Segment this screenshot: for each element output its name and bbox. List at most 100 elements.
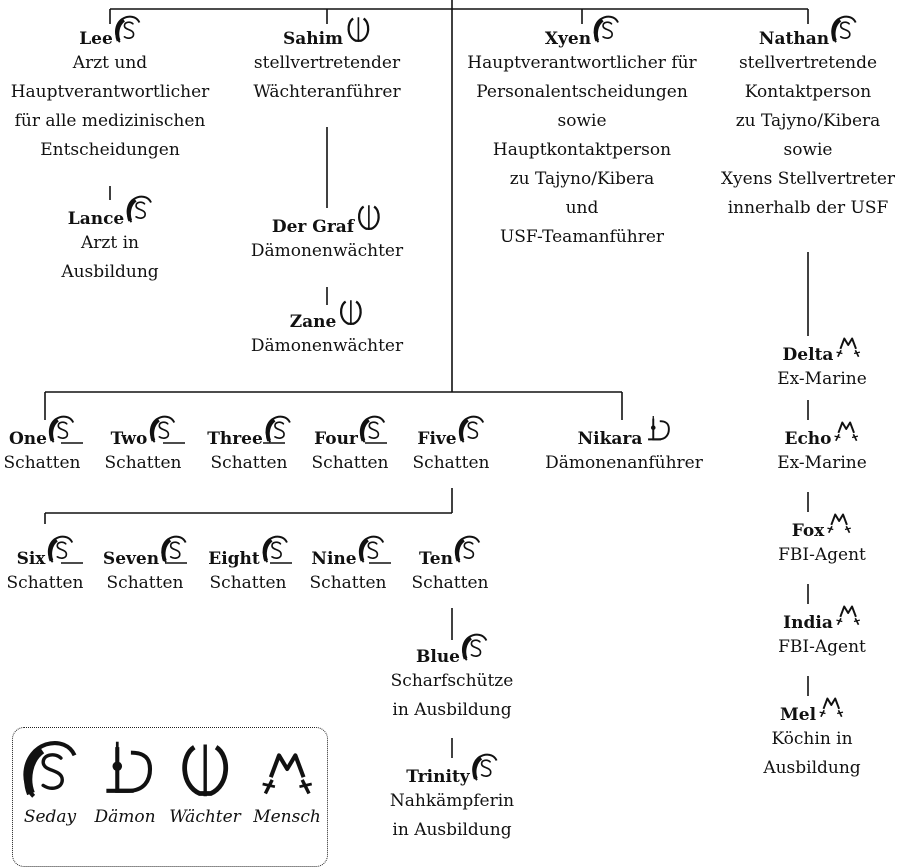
node-name: Eight <box>208 549 260 569</box>
desc-line: für alle medizinischen <box>14 111 206 131</box>
node-eight: Eight Schatten <box>208 534 288 598</box>
seday-icon <box>115 14 141 44</box>
legend-item-seday: Seday <box>22 739 78 827</box>
node-name: Delta <box>782 345 834 365</box>
legend-item-mensch: Mensch <box>253 739 321 827</box>
node-name: Mel <box>779 705 817 725</box>
node-desc: Dämonenanführer <box>545 449 703 478</box>
seday-icon <box>126 194 152 224</box>
daemon-icon <box>644 414 671 444</box>
desc-line: Xyens Stellvertreter <box>720 169 896 189</box>
desc-line: Schatten <box>309 573 387 593</box>
node-desc: Schatten <box>312 449 389 478</box>
desc-line: Arzt in <box>81 233 139 253</box>
desc-line: Ausbildung <box>61 262 159 282</box>
seday-icon <box>161 534 187 564</box>
node-desc: Ex-Marine <box>777 365 867 394</box>
node-name: Nathan <box>758 29 830 49</box>
seday-icon <box>47 534 74 564</box>
node-name: Zane <box>289 312 337 332</box>
node-desc: Schatten <box>412 569 489 598</box>
legend-item-daemon: Dämon <box>94 739 156 827</box>
node-desc: FBI-Agent <box>778 633 866 662</box>
node-name: Five <box>417 429 457 449</box>
legend-item-waechter: Wächter <box>169 739 241 827</box>
node-desc: Schatten <box>207 449 291 478</box>
node-name: Six <box>16 549 46 569</box>
desc-line: FBI-Agent <box>778 545 866 565</box>
desc-line: innerhalb der USF <box>727 198 889 218</box>
mensch-icon <box>834 414 860 444</box>
legend-label: Wächter <box>169 807 241 827</box>
desc-line: Schatten <box>412 453 490 473</box>
node-name: India <box>783 613 833 633</box>
node-name: Nine <box>311 549 357 569</box>
node-india: India FBI-Agent <box>778 598 866 662</box>
desc-line: Entscheidungen <box>40 140 180 160</box>
node-name: Sahim <box>282 29 344 49</box>
seday-icon <box>22 739 78 799</box>
node-ten: Ten Schatten <box>412 534 489 598</box>
node-six: Six Schatten <box>7 534 83 598</box>
desc-line: Hauptverantwortlicher <box>10 82 210 102</box>
seday-icon <box>593 14 619 44</box>
waechter-icon <box>177 739 233 799</box>
seday-icon <box>262 534 288 564</box>
desc-line: Kontaktperson <box>744 82 872 102</box>
node-five: Five Schatten <box>412 414 490 478</box>
desc-line: in Ausbildung <box>392 700 512 720</box>
seday-icon <box>831 14 857 44</box>
node-zane: Zane Dämonenwächter <box>251 297 403 361</box>
desc-line: Ex-Marine <box>777 369 867 389</box>
node-name: Fox <box>791 521 825 541</box>
node-desc: Ex-Marine <box>777 449 867 478</box>
node-desc: Dämonenwächter <box>251 332 403 361</box>
waechter-icon <box>356 202 382 232</box>
seday-icon <box>462 632 488 662</box>
node-echo: Echo Ex-Marine <box>777 414 867 478</box>
node-name: Blue <box>415 647 461 667</box>
desc-line: Schatten <box>104 453 182 473</box>
desc-line: Dämonenwächter <box>250 336 404 356</box>
desc-line: sowie <box>557 111 607 131</box>
node-name: Trinity <box>406 767 470 787</box>
node-two: Two Schatten <box>105 414 182 478</box>
node-der-graf: Der Graf Dämonenwächter <box>251 202 403 266</box>
mensch-icon <box>818 690 844 720</box>
desc-line: Personalentscheidungen <box>476 82 688 102</box>
desc-line: Schatten <box>3 453 81 473</box>
legend-label: Seday <box>23 807 77 827</box>
node-name: Four <box>314 429 358 449</box>
node-delta: Delta Ex-Marine <box>777 330 867 394</box>
legend-label: Dämon <box>94 807 156 827</box>
seday-icon <box>49 414 75 444</box>
seday-icon <box>458 414 485 444</box>
desc-line: Schatten <box>311 453 389 473</box>
desc-line: Wächteranführer <box>253 82 401 102</box>
node-desc: Schatten <box>103 569 187 598</box>
node-name: One <box>9 429 47 449</box>
desc-line: sowie <box>783 140 833 160</box>
desc-line: in Ausbildung <box>392 820 512 840</box>
node-desc: Schatten <box>105 449 182 478</box>
node-desc: Schatten <box>4 449 81 478</box>
node-nikara: Nikara Dämonenanführer <box>545 414 703 478</box>
node-name: Two <box>110 429 148 449</box>
seday-icon <box>360 414 386 444</box>
node-name: Lee <box>79 29 113 49</box>
waechter-icon <box>338 297 364 327</box>
desc-line: Köchin in <box>771 729 853 749</box>
desc-line: Ausbildung <box>763 758 861 778</box>
